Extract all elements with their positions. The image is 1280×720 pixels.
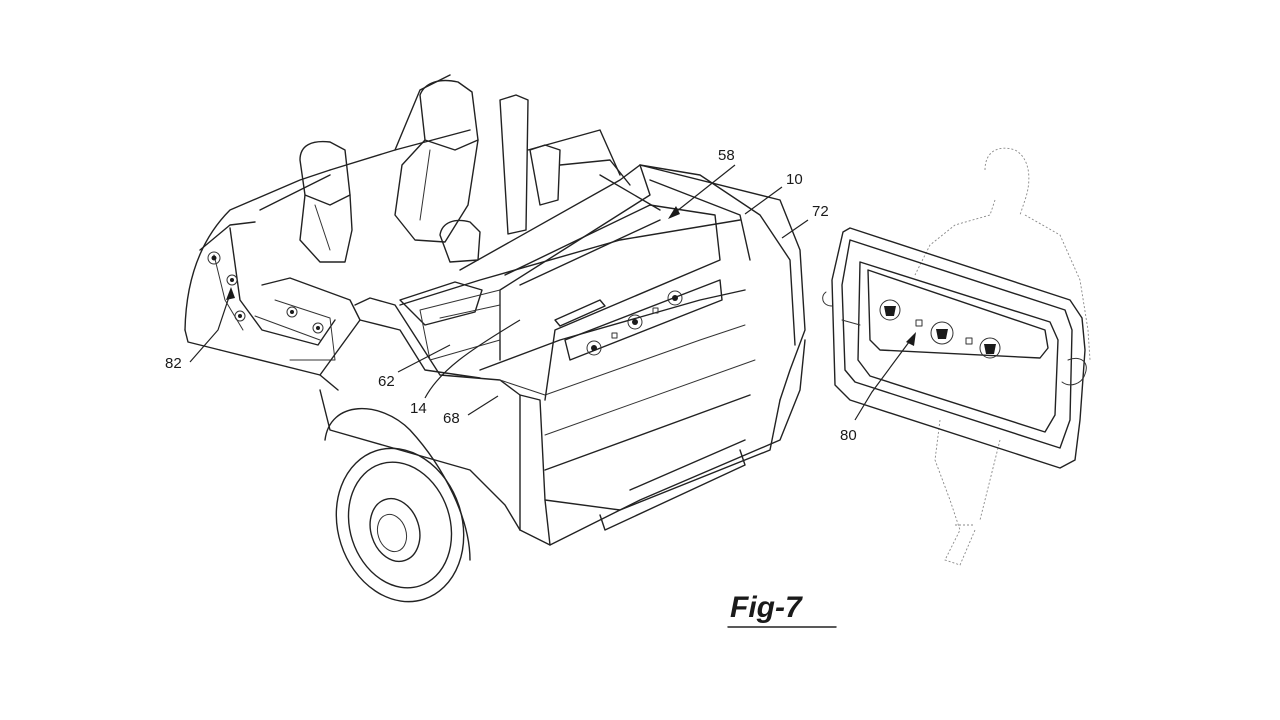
reference-leaders — [189, 164, 916, 421]
figure-title: Fig-7 — [730, 591, 803, 624]
label-14: 14 — [410, 400, 427, 417]
label-10: 10 — [786, 171, 803, 188]
rear-wheel — [324, 408, 471, 603]
label-72: 72 — [812, 203, 829, 220]
person-figure — [914, 147, 1091, 566]
panel-socket-icons — [586, 290, 683, 356]
label-80: 80 — [840, 427, 857, 444]
removed-door-panel — [822, 227, 1087, 469]
door-panel-socket-icons — [879, 299, 1001, 359]
label-68: 68 — [443, 410, 460, 427]
label-62: 62 — [378, 373, 395, 390]
cargo-bed — [207, 164, 806, 546]
label-82: 82 — [165, 355, 182, 372]
door-socket-icons — [207, 251, 324, 334]
label-58: 58 — [718, 147, 735, 164]
